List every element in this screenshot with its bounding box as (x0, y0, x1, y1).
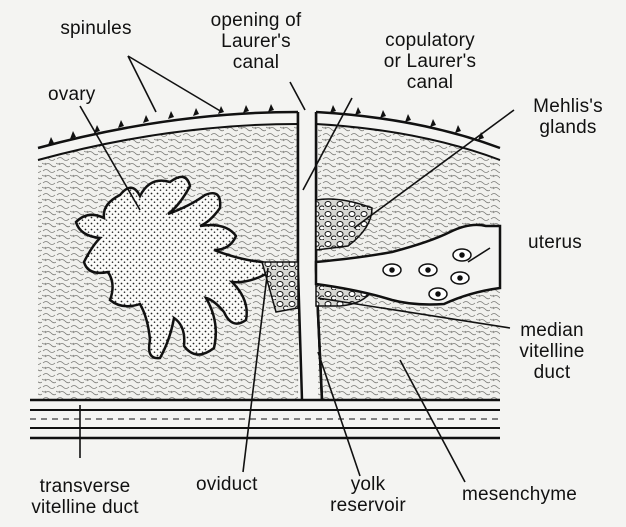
label-mehlis-glands: Mehlis's glands (520, 96, 616, 138)
label-median-vitelline-duct: median vitelline duct (504, 320, 600, 383)
label-mesenchyme: mesenchyme (462, 484, 577, 505)
label-copulatory-canal: copulatory or Laurer's canal (365, 30, 495, 93)
label-ovary: ovary (48, 84, 95, 105)
label-opening-of-laurers-canal: opening of Laurer's canal (196, 10, 316, 73)
label-transverse-vitelline-duct: transverse vitelline duct (10, 476, 160, 518)
label-spinules: spinules (46, 18, 146, 39)
label-yolk-reservoir: yolk reservoir (318, 474, 418, 516)
transverse-vitelline-duct-shape (30, 400, 500, 448)
label-uterus: uterus (528, 232, 582, 253)
label-oviduct: oviduct (196, 474, 258, 495)
